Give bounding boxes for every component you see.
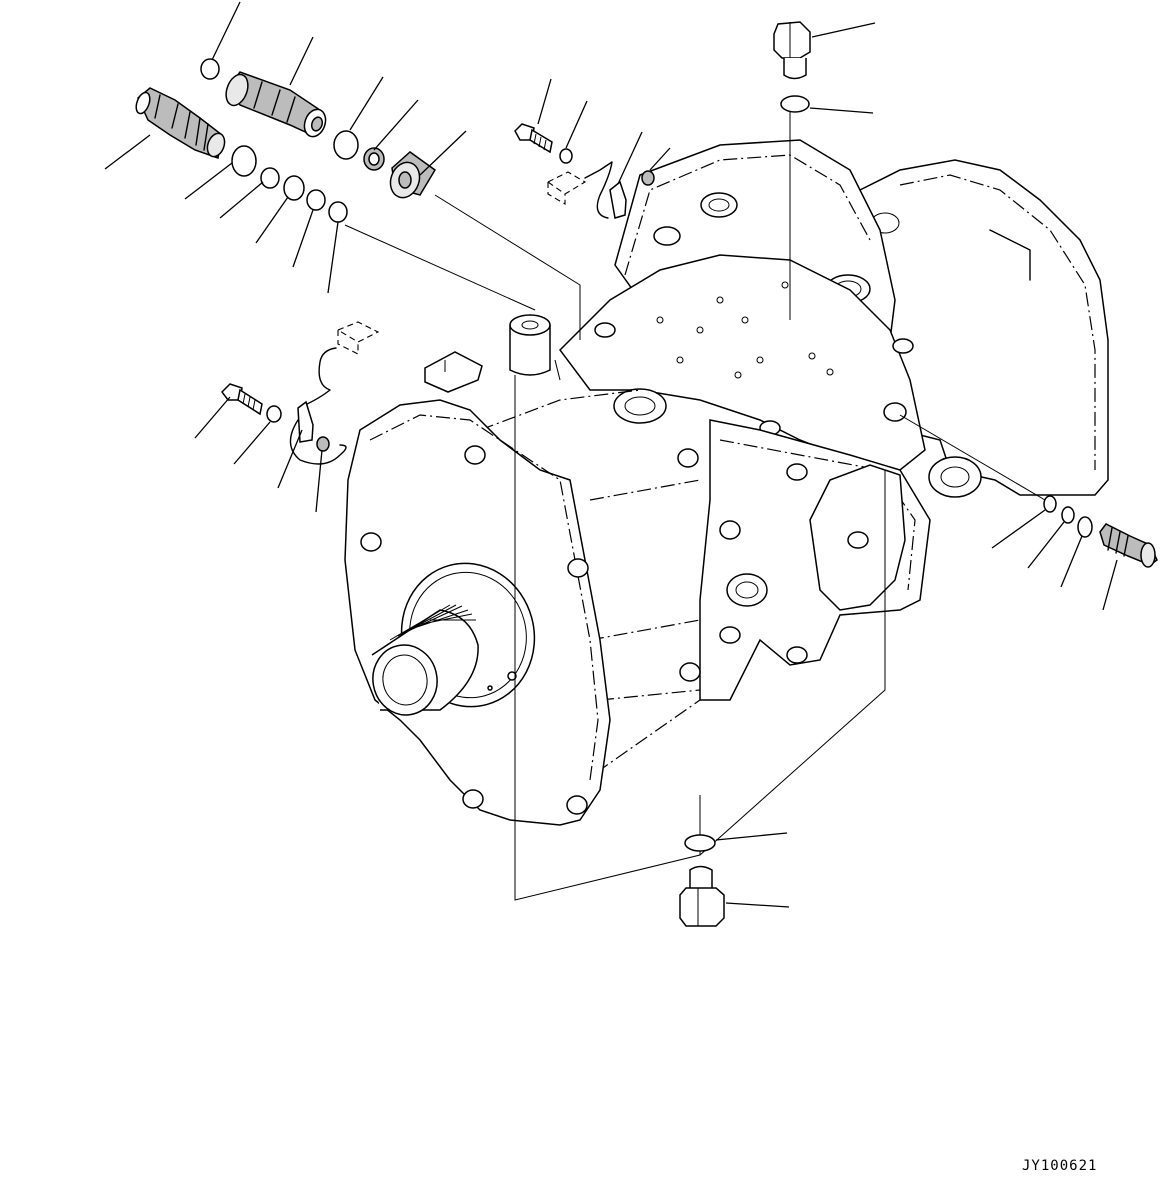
connector-top <box>546 161 613 219</box>
front-flange <box>344 399 611 826</box>
solenoid-valve <box>135 87 226 159</box>
solenoid-valve-assembly <box>135 58 436 223</box>
bolt-part-left <box>221 383 263 416</box>
drawing-code-label: JY100621 <box>1022 1158 1098 1174</box>
spool-valve <box>225 71 327 138</box>
sensor-clamp-top <box>514 123 655 219</box>
bottom-plug-group <box>679 834 725 927</box>
leader-lines <box>104 1 1118 908</box>
right-fitting-group <box>1043 495 1158 568</box>
fitting-right <box>1099 523 1158 568</box>
top-plug-group <box>773 21 811 113</box>
nut-part <box>363 147 385 171</box>
connector-left <box>289 321 380 465</box>
plug-top <box>773 21 811 80</box>
sleeve-part <box>389 151 436 199</box>
bolt-part <box>514 123 553 154</box>
pump-housing <box>479 139 1109 781</box>
assembly-guide-lines <box>344 110 1046 901</box>
plug-bottom <box>679 865 725 927</box>
o-ring-part <box>200 58 220 80</box>
